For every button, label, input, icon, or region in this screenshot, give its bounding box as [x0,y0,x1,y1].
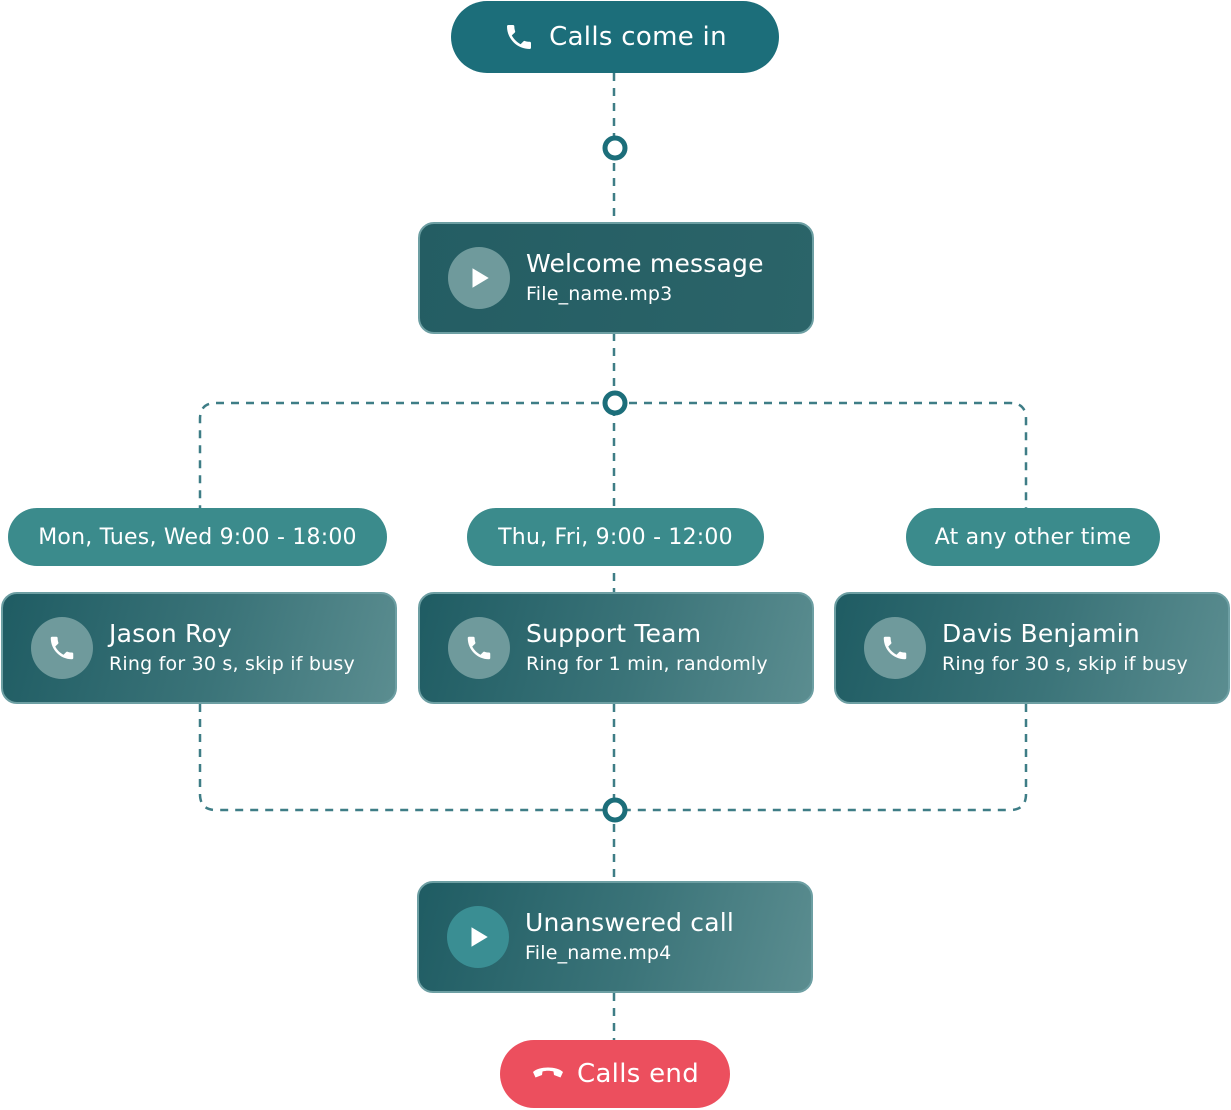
play-button[interactable] [448,247,510,309]
branch-card-support-team[interactable]: Support Team Ring for 1 min, randomly [418,592,814,704]
welcome-message-card[interactable]: Welcome message File_name.mp3 [418,222,814,334]
call-button[interactable] [864,617,926,679]
call-button[interactable] [448,617,510,679]
branch-rule: Ring for 1 min, randomly [526,653,768,675]
welcome-message-file: File_name.mp3 [526,283,673,305]
unanswered-call-title: Unanswered call [525,908,735,937]
branch-card-jason-roy[interactable]: Jason Roy Ring for 30 s, skip if busy [1,592,397,704]
calls-come-in-label: Calls come in [549,22,727,52]
play-icon [472,268,489,288]
calls-end-pill: Calls end [500,1040,730,1108]
phone-icon [50,636,74,660]
unanswered-call-file: File_name.mp4 [525,942,672,964]
branch-card-davis-benjamin[interactable]: Davis Benjamin Ring for 30 s, skip if bu… [834,592,1230,704]
connector-left-merge [198,704,614,812]
connector-right-merge [614,704,1028,812]
welcome-message-title: Welcome message [526,249,764,278]
condition-pill-1: Mon, Tues, Wed 9:00 - 18:00 [8,508,387,566]
branch-name: Jason Roy [109,619,232,648]
connector-split-left [198,401,614,508]
calls-end-label: Calls end [576,1059,700,1089]
connector-split-right [614,401,1028,508]
junction-node-2 [602,390,628,416]
hangup-icon [532,1067,563,1078]
condition-pill-3: At any other time [906,508,1160,566]
branch-name: Davis Benjamin [942,619,1140,648]
call-button[interactable] [31,617,93,679]
phone-icon [507,25,532,49]
phone-icon [883,636,907,660]
branch-rule: Ring for 30 s, skip if busy [942,653,1188,675]
junction-node-1 [602,135,628,161]
junction-node-3 [602,797,628,823]
play-button[interactable] [447,906,509,968]
unanswered-call-card[interactable]: Unanswered call File_name.mp4 [417,881,813,993]
branch-name: Support Team [526,619,702,648]
phone-icon [467,636,491,660]
calls-come-in-pill: Calls come in [451,1,779,73]
condition-pill-2: Thu, Fri, 9:00 - 12:00 [467,508,764,566]
play-icon [471,927,488,947]
branch-rule: Ring for 30 s, skip if busy [109,653,355,675]
